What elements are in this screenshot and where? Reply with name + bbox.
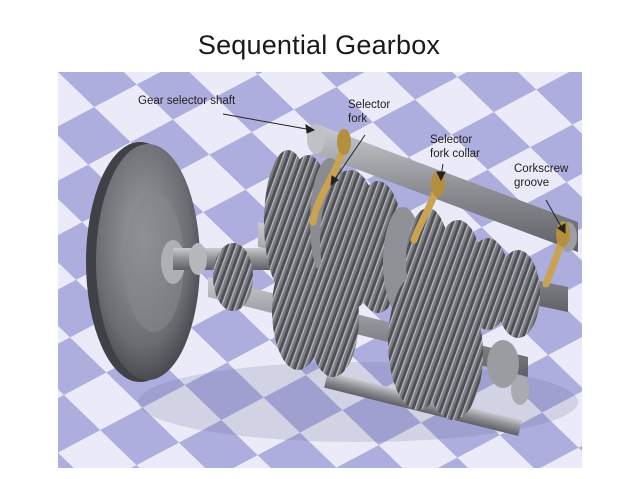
lower-gear-cluster (213, 243, 519, 420)
slide-title: Sequential Gearbox (197, 30, 441, 60)
label-selector-fork-line1: Selector (348, 99, 390, 111)
label-selector-fork-line2: fork (348, 113, 367, 125)
label-corkscrew-groove-line1: Corkscrew (514, 163, 569, 175)
gearbox-figure: Gear selector shaft Selector fork Select… (58, 72, 582, 468)
label-corkscrew-groove-line2: groove (514, 177, 549, 189)
label-selector-fork-collar-line2: fork collar (430, 148, 480, 160)
label-selector-fork-collar-line1: Selector (430, 134, 472, 146)
label-gear-selector-shaft: Gear selector shaft (138, 95, 236, 107)
